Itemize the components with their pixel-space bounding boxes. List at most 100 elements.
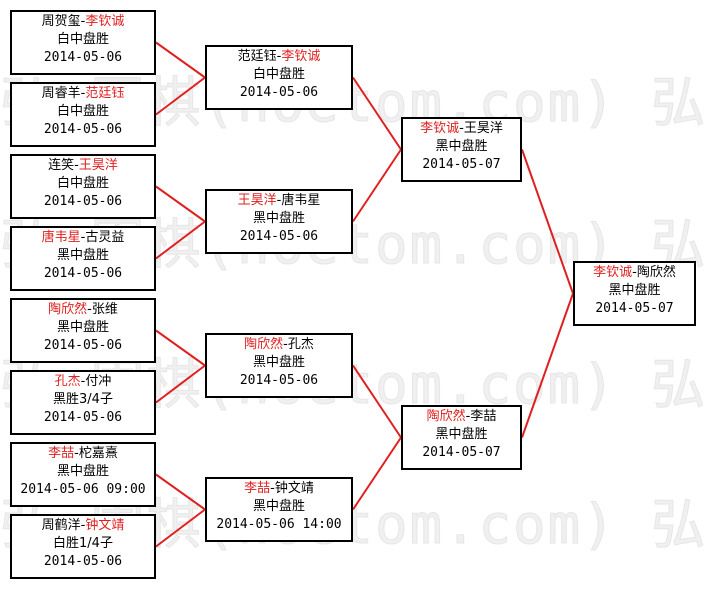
player-one-name: 周鹤洋 [41, 518, 81, 533]
match-players: 连笑-王昊洋 [12, 157, 154, 175]
player-one-name: 李喆 [48, 446, 75, 461]
versus-dash: - [283, 337, 288, 352]
bracket-connector-line [352, 436, 402, 511]
match-date: 2014-05-06 [43, 194, 123, 209]
bracket-connector-line [521, 149, 574, 294]
match-date: 2014-05-06 [43, 122, 123, 137]
match-result: 白中盘胜 [56, 32, 109, 47]
match-result: 黑中盘胜 [252, 355, 305, 370]
player-one-name: 李喆 [244, 481, 271, 496]
match-result: 黑中盘胜 [435, 139, 488, 154]
bracket-connector-line [155, 508, 206, 548]
match-players: 李钦诚-王昊洋 [403, 120, 520, 138]
player-two-name: 孔杰 [287, 337, 314, 352]
player-one-name: 陶欣然 [426, 409, 466, 424]
player-one-name: 周睿羊 [41, 86, 81, 101]
player-two-name: 钟文靖 [274, 481, 314, 496]
versus-dash: - [80, 374, 86, 389]
match-date: 2014-05-06 [239, 373, 319, 388]
match-players: 周鹤洋-钟文靖 [12, 517, 154, 535]
player-two-name: 张维 [91, 302, 118, 317]
player-one-name: 范廷钰 [237, 49, 277, 64]
match-date: 2014-05-06 [43, 50, 123, 65]
match-players: 李喆-钟文靖 [207, 480, 351, 498]
match-date: 2014-05-06 [239, 85, 319, 100]
versus-dash: - [80, 518, 86, 533]
match-players: 孔杰-付冲 [12, 373, 154, 391]
match-date: 2014-05-07 [422, 157, 501, 172]
player-one-name: 陶欣然 [48, 302, 88, 317]
match-players: 李喆-柁嘉熹 [12, 445, 154, 463]
bracket-connector-line [155, 185, 206, 223]
match-players: 陶欣然-孔杰 [207, 336, 351, 354]
match-date: 2014-05-07 [422, 445, 501, 460]
bracket-connector-line [521, 293, 574, 438]
bracket-connector-line [155, 364, 206, 404]
player-two-name: 王昊洋 [78, 158, 118, 173]
versus-dash: - [632, 265, 637, 280]
match-result: 白胜1/4子 [53, 536, 113, 551]
match-players: 周贺玺-李钦诚 [12, 13, 154, 31]
player-two-name: 李喆 [470, 409, 497, 424]
player-two-name: 李钦诚 [281, 49, 321, 64]
match-players: 陶欣然-张维 [12, 301, 154, 319]
match-date: 2014-05-07 [595, 301, 674, 316]
match-box-r1-m7[interactable]: 李喆-柁嘉熹黑中盘胜 2014-05-06 09:00 [10, 442, 156, 507]
player-one-name: 李钦诚 [420, 121, 460, 136]
match-result: 白中盘胜 [56, 176, 109, 191]
player-one-name: 周贺玺 [41, 14, 81, 29]
match-date: 2014-05-06 [43, 266, 123, 281]
player-one-name: 王昊洋 [237, 193, 277, 208]
match-players: 唐韦星-古灵益 [12, 229, 154, 247]
player-one-name: 李钦诚 [593, 265, 633, 280]
match-result: 黑胜3/4子 [53, 392, 113, 407]
player-two-name: 范廷钰 [85, 86, 125, 101]
match-date: 2014-05-06 14:00 [216, 517, 342, 532]
player-one-name: 陶欣然 [244, 337, 284, 352]
match-players: 李钦诚-陶欣然 [575, 264, 694, 282]
versus-dash: - [74, 158, 79, 173]
match-date: 2014-05-06 [239, 229, 319, 244]
player-two-name: 唐韦星 [281, 193, 321, 208]
match-result: 黑中盘胜 [435, 427, 488, 442]
player-two-name: 钟文靖 [85, 518, 125, 533]
match-result: 黑中盘胜 [56, 320, 109, 335]
player-two-name: 付冲 [85, 374, 112, 389]
match-date: 2014-05-06 09:00 [20, 482, 146, 497]
match-box-r1-m1[interactable]: 周贺玺-李钦诚白中盘胜 2014-05-06 [10, 10, 156, 75]
bracket-connector-line [155, 220, 206, 260]
versus-dash: - [459, 121, 464, 136]
versus-dash: - [276, 49, 282, 64]
match-players: 王昊洋-唐韦星 [207, 192, 351, 210]
player-two-name: 陶欣然 [636, 265, 676, 280]
versus-dash: - [276, 193, 282, 208]
versus-dash: - [465, 409, 471, 424]
match-result: 白中盘胜 [56, 104, 109, 119]
player-two-name: 王昊洋 [463, 121, 503, 136]
versus-dash: - [87, 302, 92, 317]
player-two-name: 古灵益 [85, 230, 125, 245]
match-players: 范廷钰-李钦诚 [207, 48, 351, 66]
player-two-name: 柁嘉熹 [78, 446, 118, 461]
player-one-name: 孔杰 [54, 374, 81, 389]
match-result: 黑中盘胜 [56, 464, 109, 479]
player-one-name: 连笑 [48, 158, 75, 173]
bracket-connector-line [155, 473, 206, 511]
match-players: 陶欣然-李喆 [403, 408, 520, 426]
match-result: 黑中盘胜 [252, 211, 305, 226]
versus-dash: - [270, 481, 275, 496]
